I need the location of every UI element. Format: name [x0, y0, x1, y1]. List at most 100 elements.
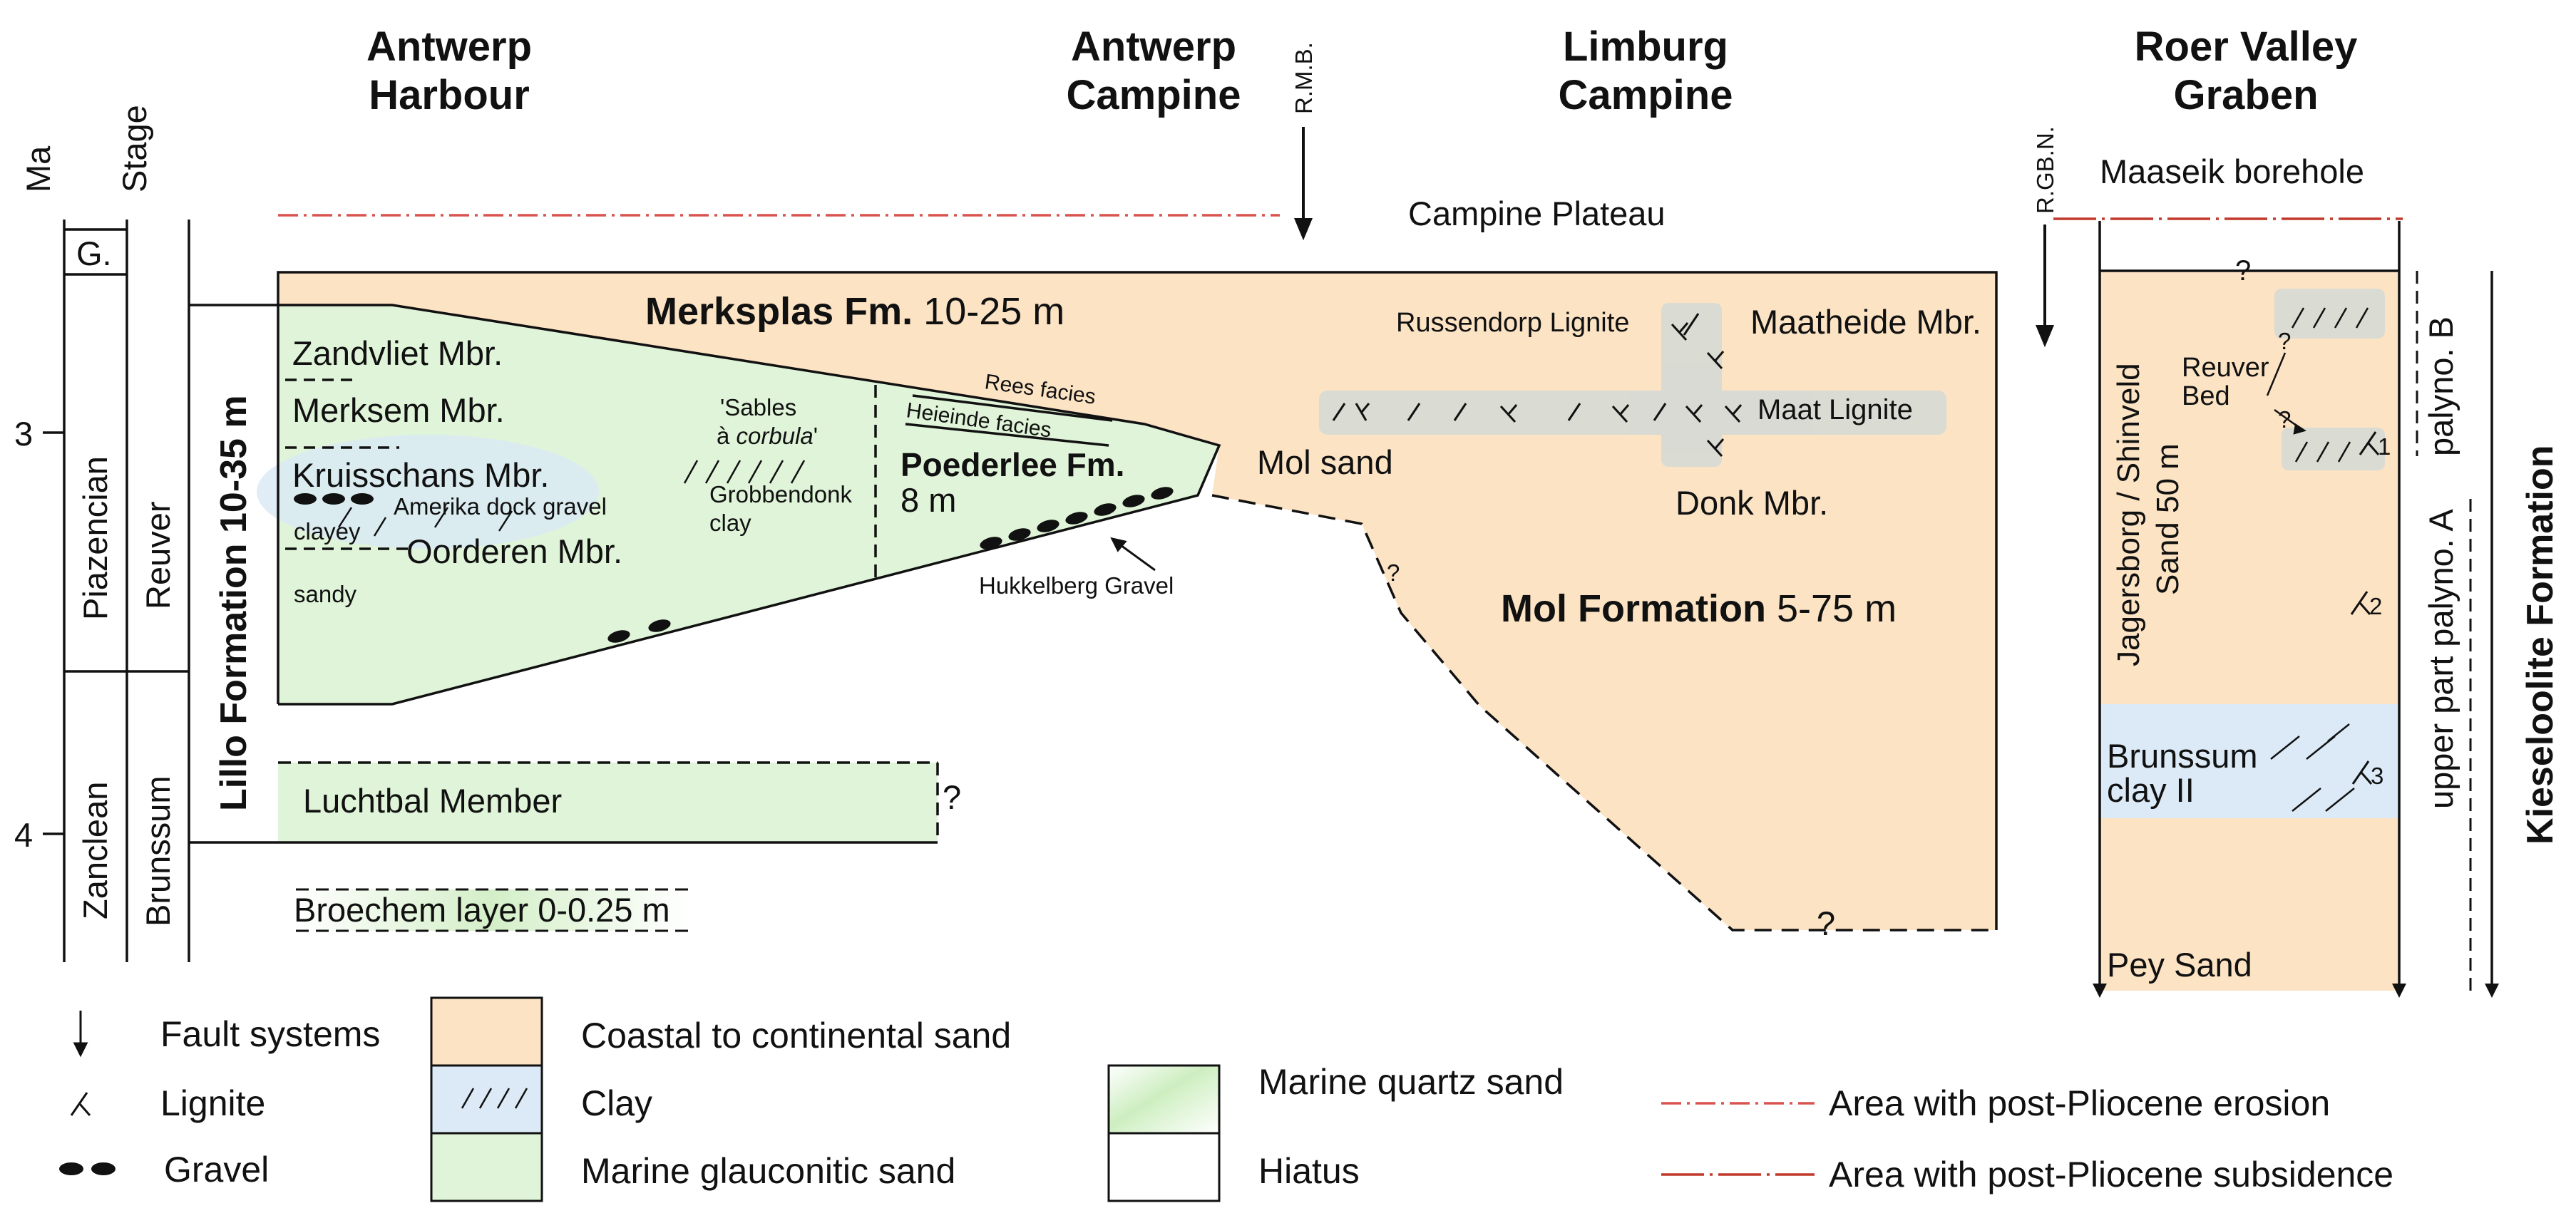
marine-wedge-outline [277, 304, 1221, 706]
gravel-amerika-dock [294, 493, 671, 643]
sables-corbula-line2: à corbula' [717, 423, 818, 449]
legend-swatches-right [1107, 1064, 1221, 1202]
ma-axis-title: Ma [19, 145, 57, 192]
lignite-number-2: 2 [2369, 593, 2382, 619]
mol-formation-label: Mol Formation 5-75 m [1501, 587, 1897, 630]
header-roer-valley-line1: Roer Valley [2135, 24, 2358, 70]
roer-clay-hatching [2270, 307, 2369, 812]
legend-subsidence-label: Area with post-Pliocene subsidence [1829, 1155, 2393, 1195]
reuver-bed-line2: Bed [2182, 381, 2230, 411]
campine-plateau-label: Campine Plateau [1408, 195, 1666, 232]
stage-zanclean: Zanclean [76, 782, 114, 919]
mol-base-question-mark: ? [1387, 559, 1400, 586]
legend-lignite-label: Lignite [160, 1083, 265, 1123]
lignite-symbols-limburg [1332, 313, 1743, 458]
clayey-label: clayey [294, 518, 361, 545]
jagersborg-sand-line1: Jagersborg / Shinveld [2111, 363, 2146, 666]
oorderen-mbr-label: Oorderen Mbr. [406, 532, 622, 570]
age-tick-4: 4 [14, 816, 33, 854]
roer-coastal-sand [2100, 271, 2399, 991]
reuver-bed-line1: Reuver [2182, 353, 2269, 383]
lillo-formation-label: Lillo Formation 10-35 m [213, 395, 255, 811]
header-roer-valley-line2: Graben [2173, 72, 2318, 118]
hukkelberg-pointer [1110, 537, 1156, 572]
brunssum-clay-ii [2100, 704, 2399, 818]
donk-mbr-label: Donk Mbr. [1676, 484, 1828, 522]
hukkelberg-gravel-label: Hukkelberg Gravel [979, 572, 1174, 599]
broechem-outline [296, 888, 688, 932]
broechem-layer-label: Broechem layer 0-0.25 m [294, 891, 670, 929]
legend-fault-arrow [73, 1011, 88, 1058]
age-tick-3: 3 [14, 415, 33, 453]
legend-swatches-left [430, 996, 543, 1202]
gravel-hukkelberg [980, 487, 1174, 549]
mol-sand-label: Mol sand [1257, 443, 1393, 481]
luchtbal-member-label: Luchtbal Member [303, 782, 562, 820]
legend-clay-hatch [461, 1088, 528, 1109]
maat-lignite-label: Maat Lignite [1757, 394, 1913, 425]
kieseloolite-formation-label: Kieseloolite Formation [2520, 445, 2561, 845]
brunssum-clay-line2: clay II [2107, 771, 2195, 809]
mol-base-hiatus [1211, 494, 1996, 932]
header-antwerp-harbour-line2: Harbour [369, 72, 530, 118]
legend-coastal-label: Coastal to continental sand [581, 1016, 1011, 1056]
lignite-number-3: 3 [2371, 763, 2383, 789]
roer-lignite-symbols [2350, 431, 2380, 785]
legend-gravel-label: Gravel [164, 1150, 269, 1190]
legend-erosion-label: Area with post-Pliocene erosion [1829, 1083, 2330, 1123]
fault-arrow-rmb [1294, 127, 1313, 241]
kieseloolite-arrow-head [2485, 984, 2499, 998]
clay-hatching-wedge [337, 460, 806, 537]
header-antwerp-harbour-line1: Antwerp [366, 24, 532, 70]
poederlee-fm-label: Poederlee Fm. [900, 446, 1124, 483]
maaseik-borehole-label: Maaseik borehole [2100, 153, 2364, 190]
sandy-label: sandy [294, 581, 357, 607]
lignite-number-1: 1 [2378, 433, 2391, 460]
roer-column-base-arrows [2093, 984, 2406, 998]
stage-axis-title: Stage [116, 105, 153, 192]
zandvliet-mbr-label: Zandvliet Mbr. [292, 334, 503, 372]
russendorp-lignite-label: Russendorp Lignite [1396, 308, 1629, 338]
age-stage-framework [43, 220, 190, 962]
legend-glauconitic-label: Marine glauconitic sand [581, 1151, 955, 1191]
grobbendonk-clay-line1: Grobbendonk [709, 481, 852, 507]
brunssum-clay-line1: Brunssum [2107, 737, 2258, 775]
poederlee-thickness-label: 8 m [900, 481, 956, 519]
fault-label-rgbn: R.GB.N. [2032, 126, 2058, 214]
palyno-b-label: palyno. B [2422, 316, 2460, 456]
amerika-dock-gravel-label: Amerika dock gravel [394, 493, 607, 520]
broechem-layer [296, 889, 688, 931]
reuver-bed-pointers [2266, 352, 2306, 435]
maatheide-mbr-label: Maatheide Mbr. [1750, 303, 1981, 341]
roer-top-question-mark: ? [2235, 255, 2251, 287]
luchtbal-question-mark: ? [943, 778, 961, 816]
palyno-a-label: upper part palyno. A [2422, 509, 2460, 809]
reuver-bed-question-upper: ? [2278, 328, 2291, 354]
fault-arrow-rgbn [2036, 225, 2054, 348]
kruisschans-mbr-label: Kruisschans Mbr. [292, 456, 549, 494]
fault-label-rmb: R.M.B. [1290, 42, 1317, 114]
stage-gelasian: G. [76, 234, 112, 272]
roer-column-outline [2098, 221, 2401, 991]
palyno-lines [2416, 271, 2472, 994]
mol-bottom-question-mark: ? [1817, 904, 1835, 942]
merksplas-mol-sand-body [278, 272, 1996, 930]
sables-corbula-line1: 'Sables [720, 394, 796, 420]
merksplas-fm-label: Merksplas Fm. 10-25 m [645, 290, 1064, 333]
stage-piazencian: Piazencian [76, 456, 114, 620]
legend-fault-label: Fault systems [160, 1014, 380, 1054]
header-antwerp-campine-line1: Antwerp [1071, 24, 1236, 70]
jagersborg-sand-line2: Sand 50 m [2150, 443, 2185, 595]
reuver-bed-lower [2282, 428, 2385, 470]
header-limburg-campine-line1: Limburg [1563, 24, 1728, 70]
lillo-formation-frame [189, 304, 278, 844]
reuver-bed-question-lower: ? [2278, 406, 2291, 433]
header-antwerp-campine-line2: Campine [1067, 72, 1241, 118]
merksem-mbr-label: Merksem Mbr. [292, 391, 505, 429]
legend-quartz-label: Marine quartz sand [1258, 1062, 1564, 1102]
stage-brunssum: Brunssum [139, 775, 177, 927]
legend-clay-label: Clay [581, 1083, 652, 1123]
pey-sand-label: Pey Sand [2107, 946, 2252, 984]
lignite-bands [1319, 303, 1946, 467]
